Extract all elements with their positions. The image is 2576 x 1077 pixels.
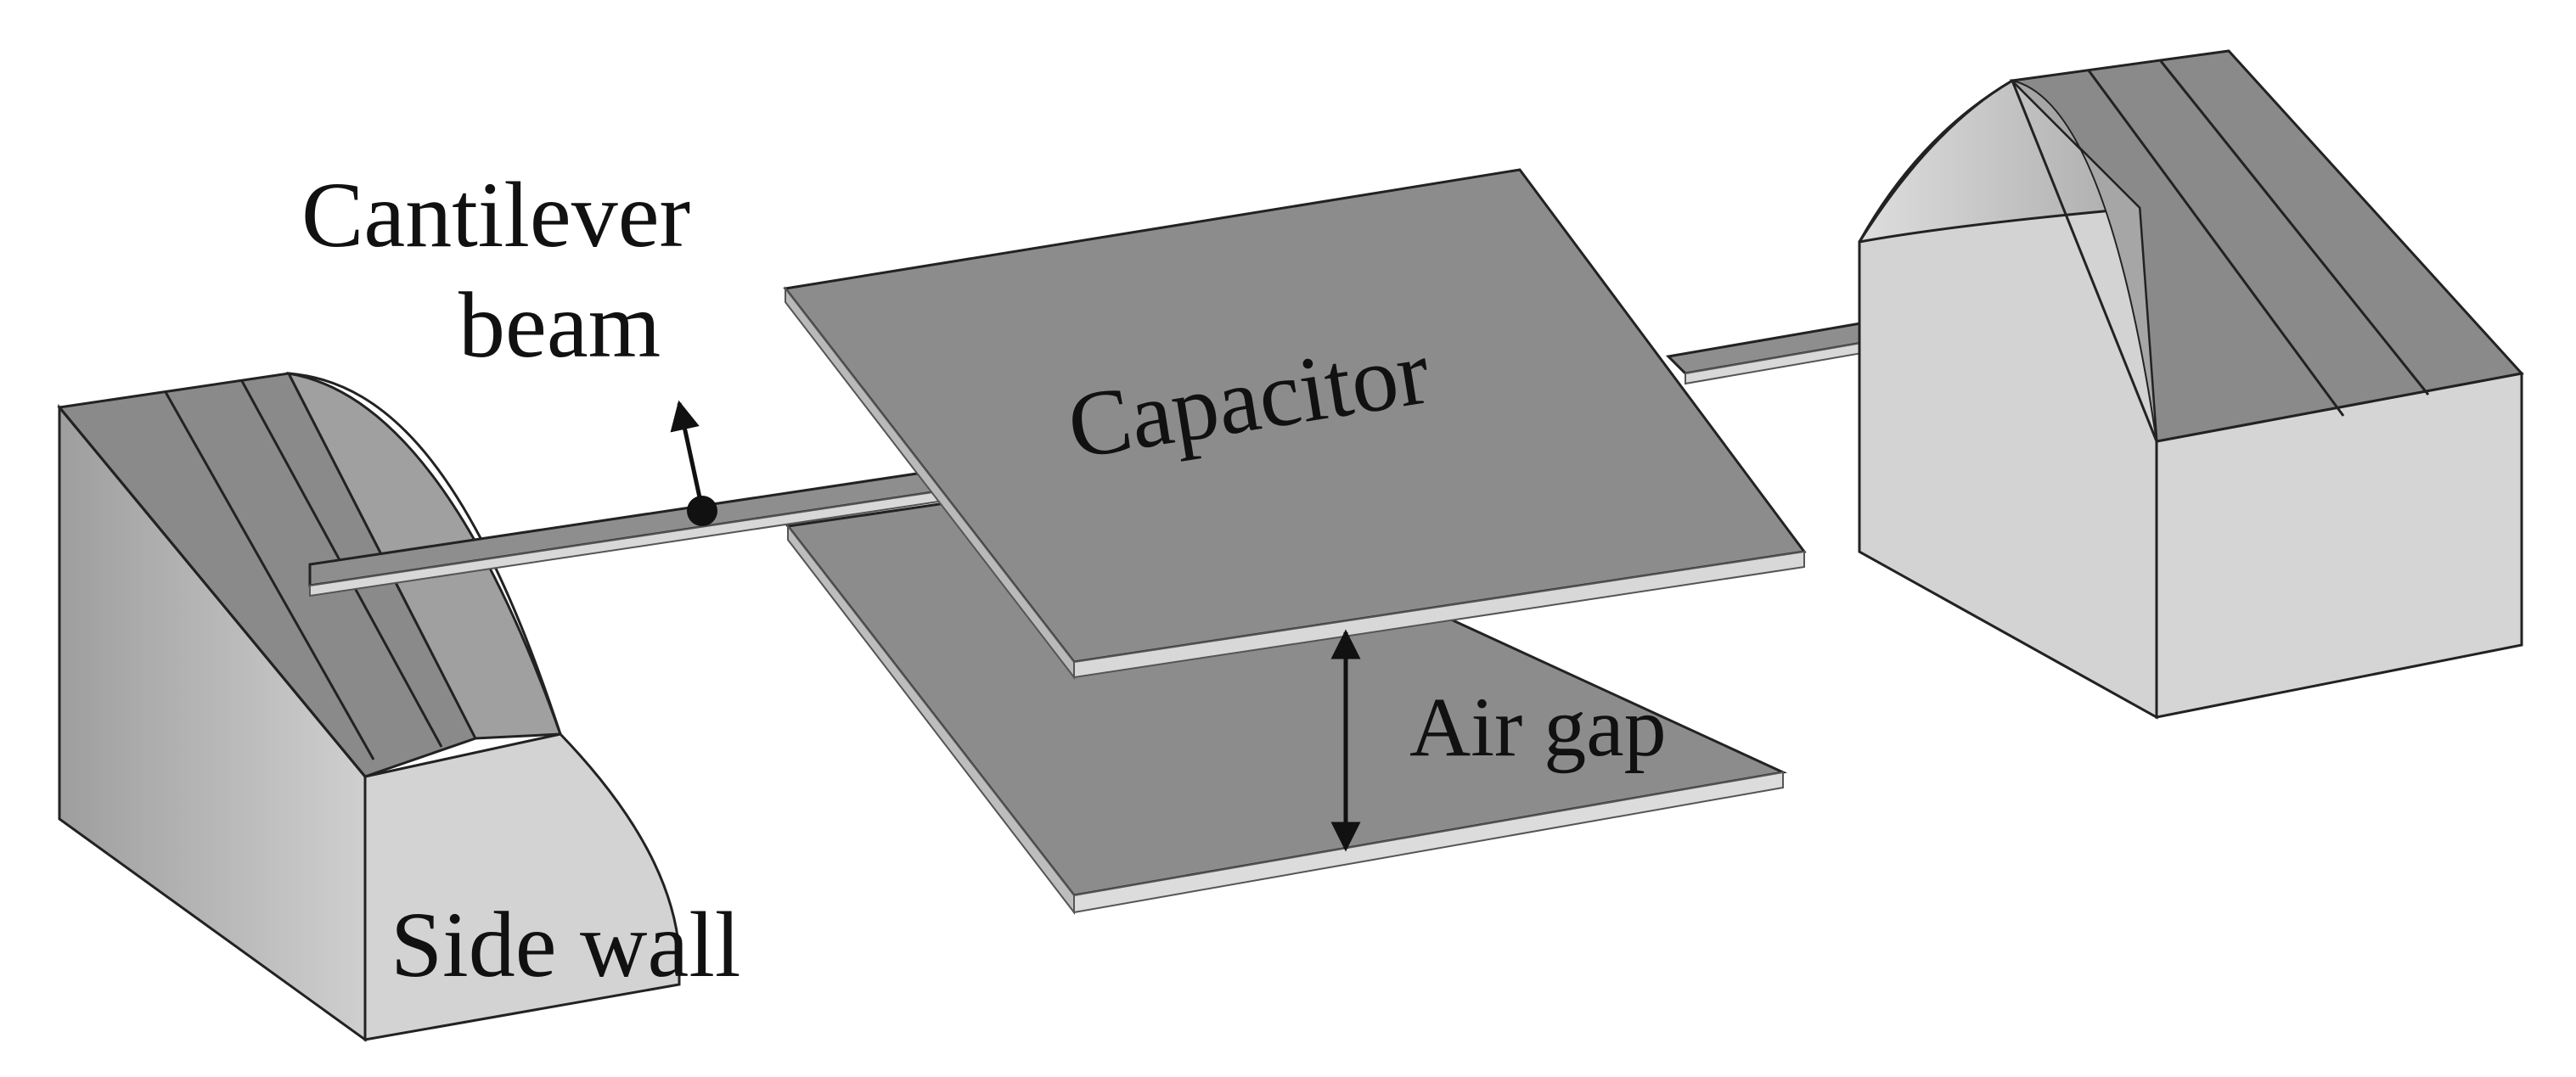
label-cantilever-line1: Cantilever xyxy=(301,163,690,266)
cantilever-pointer xyxy=(670,400,717,526)
beam-point-marker xyxy=(687,496,717,526)
label-air-gap: Air gap xyxy=(1409,680,1667,774)
capacitor-top-plate xyxy=(783,168,1807,680)
label-side-wall: Side wall xyxy=(391,893,740,996)
label-cantilever-line2: beam xyxy=(458,273,661,377)
right-side-wall xyxy=(1858,49,2524,720)
